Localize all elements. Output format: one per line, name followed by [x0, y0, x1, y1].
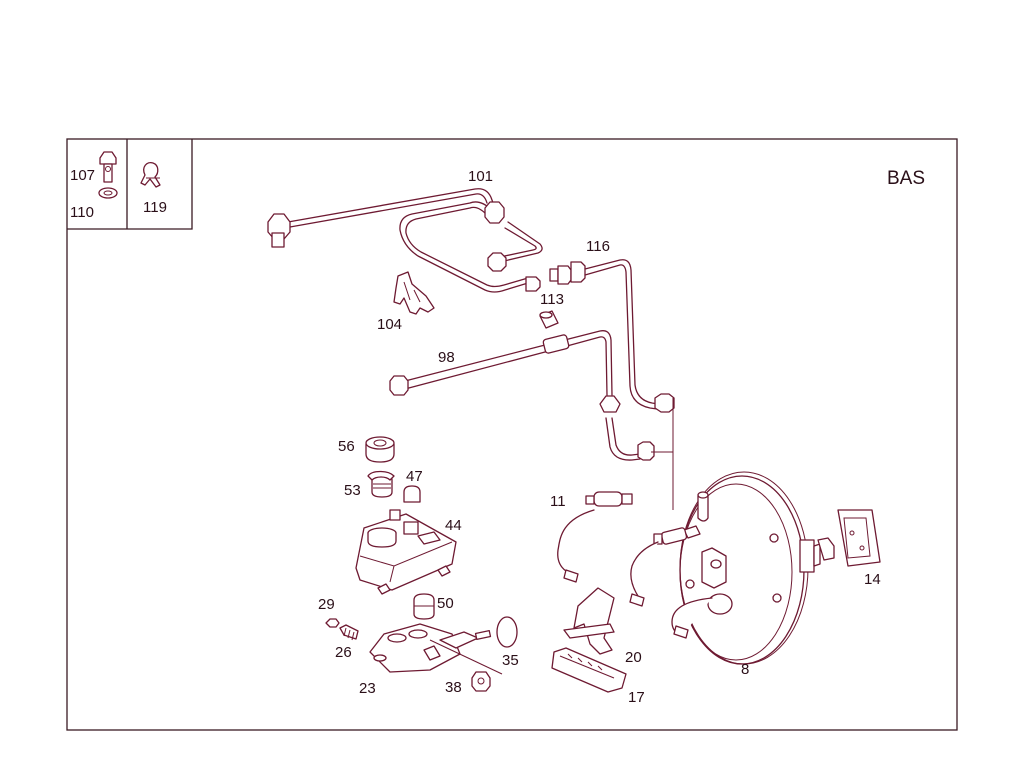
- label-98: 98: [438, 349, 455, 366]
- brake-line-116: [549, 259, 675, 413]
- gasket-14: [837, 509, 881, 567]
- label-23: 23: [359, 680, 376, 697]
- system-code: BAS: [887, 168, 925, 189]
- brake-line-101: [267, 188, 543, 293]
- diagram-frame: [66, 138, 958, 731]
- label-8: 8: [741, 661, 749, 678]
- cap-47: [403, 485, 421, 503]
- seal-35: [496, 616, 518, 648]
- screw-26: [339, 624, 359, 641]
- banjo-bolt-107: [99, 151, 117, 183]
- label-53: 53: [344, 482, 361, 499]
- label-119: 119: [143, 199, 167, 216]
- label-17: 17: [628, 689, 645, 706]
- sensor-11: [557, 491, 633, 583]
- reservoir-44: [355, 509, 457, 595]
- label-56: 56: [338, 438, 355, 455]
- label-38: 38: [445, 679, 462, 696]
- label-14: 14: [864, 571, 881, 588]
- label-35: 35: [502, 652, 519, 669]
- label-107: 107: [70, 167, 95, 184]
- switch-17: [551, 647, 627, 693]
- label-110: 110: [70, 204, 94, 221]
- legend-box: [67, 139, 193, 230]
- label-29: 29: [318, 596, 335, 613]
- master-cylinder-23: [369, 623, 503, 675]
- bracket-20: [563, 587, 615, 655]
- label-101: 101: [468, 168, 493, 185]
- connector-line: [651, 398, 674, 510]
- washer-110: [98, 187, 118, 199]
- adapter-113: [539, 310, 559, 329]
- strainer-53: [367, 470, 395, 498]
- clip-119: [140, 161, 161, 188]
- label-11: 11: [550, 493, 566, 510]
- plug-50: [413, 593, 435, 620]
- screw-29: [325, 618, 340, 628]
- brake-booster-8: [629, 471, 835, 665]
- label-47: 47: [406, 468, 423, 485]
- reservoir-cap-56: [365, 436, 395, 463]
- label-20: 20: [625, 649, 642, 666]
- label-116: 116: [586, 238, 610, 255]
- label-104: 104: [377, 316, 402, 333]
- label-26: 26: [335, 644, 352, 661]
- bracket-104: [393, 271, 435, 315]
- label-44: 44: [445, 517, 462, 534]
- brake-line-98: [389, 330, 655, 461]
- label-113: 113: [540, 291, 564, 308]
- nut-38: [471, 671, 491, 692]
- label-50: 50: [437, 595, 454, 612]
